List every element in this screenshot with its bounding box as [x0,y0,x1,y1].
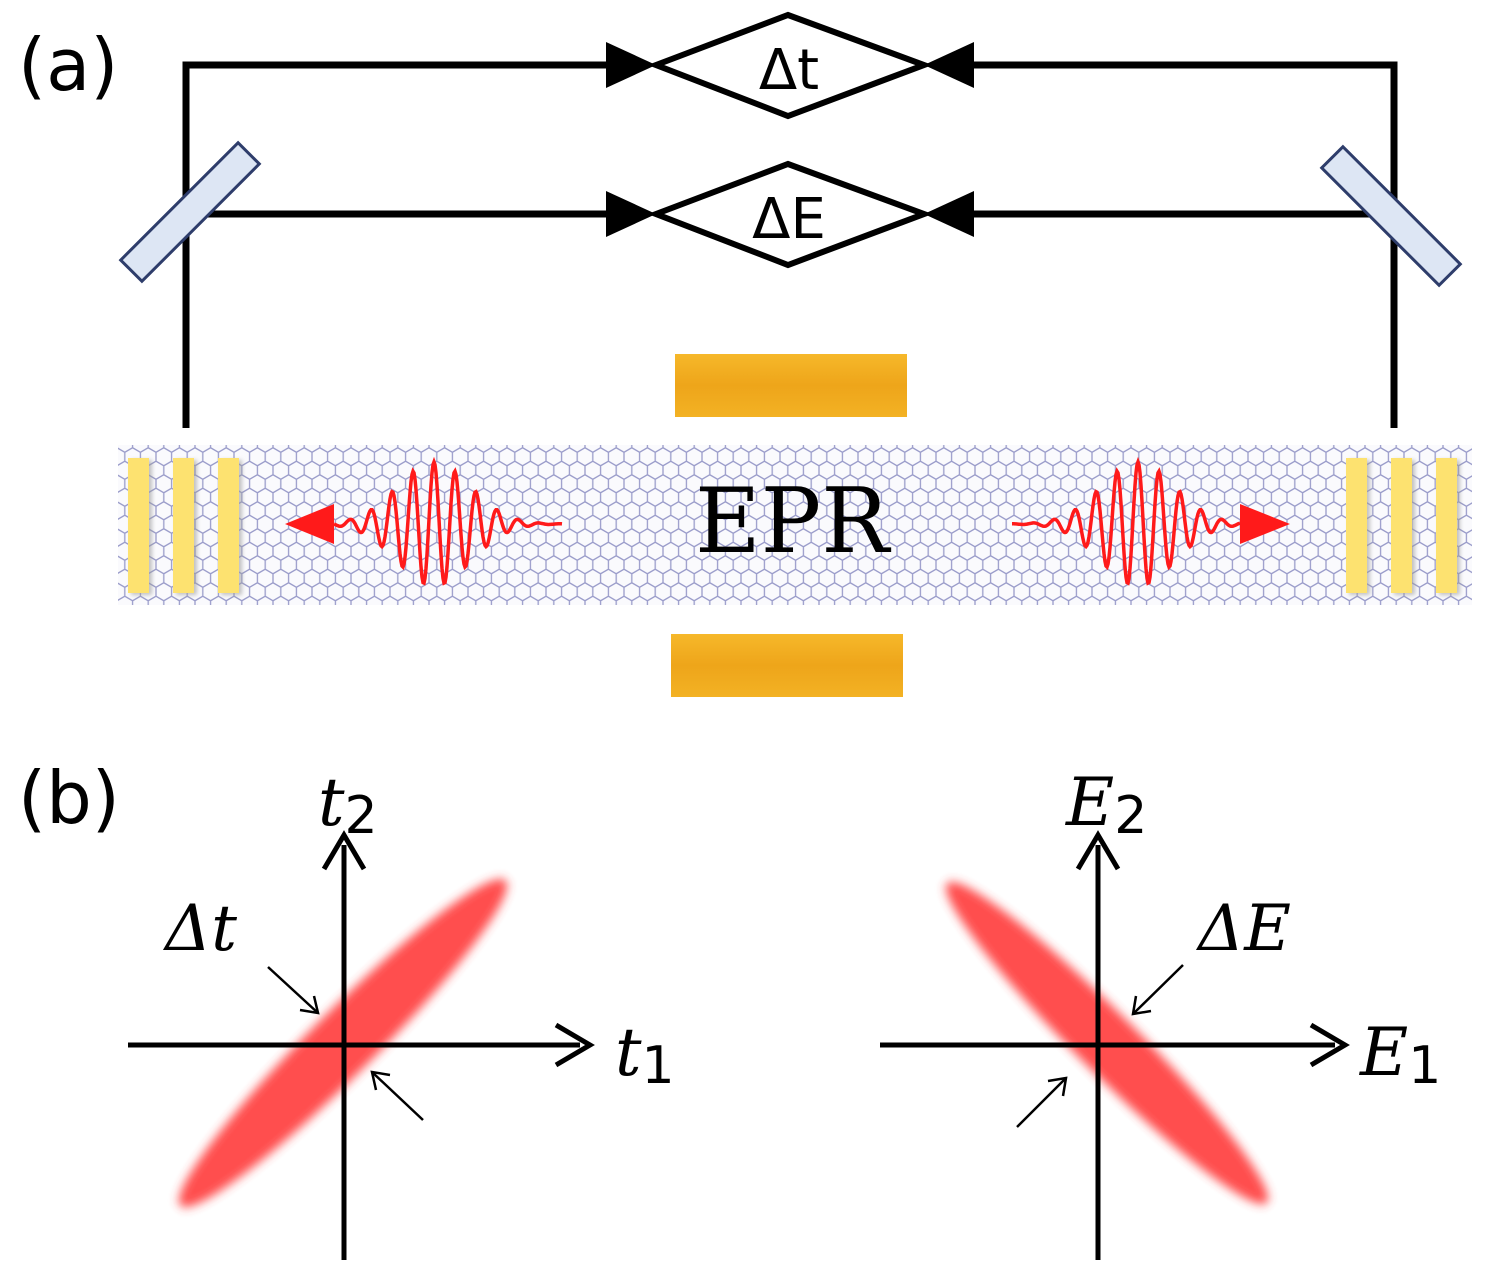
t1-axis-symbol: t [615,1014,642,1091]
t2-axis-symbol: t [318,764,345,841]
time-wire-right [968,61,1398,428]
energy-width-arrow-bottom-head [1047,1076,1068,1097]
t1-axis-label: t1 [615,1014,675,1096]
contacts-right [1346,458,1457,593]
e1-axis-arrowhead [1309,1022,1350,1068]
contact-right-2 [1391,458,1412,593]
energy-width-arrow-top [1132,964,1184,1015]
wavepacket-right-wave [1012,456,1241,586]
time-plot: t2 t1 Δt [128,764,675,1260]
arrowhead-energy-left [606,191,656,237]
detection-circuit [182,61,1398,428]
e2-axis-label: E2 [1065,764,1147,846]
contact-left-1 [128,458,149,593]
contacts-left [128,458,239,593]
e1-axis-subscript: 1 [1408,1036,1441,1096]
arrowhead-energy-right [924,191,974,237]
time-width-arrow-top-head [299,995,320,1015]
energy-width-arrow-bottom [1016,1077,1067,1128]
e2-axis-subscript: 2 [1114,786,1147,846]
top-gate [675,354,907,417]
arrowhead-time-right [924,42,974,88]
detector-time-label: Δt [759,38,819,103]
time-width-arrow-bottom [371,1071,424,1121]
wavepacket-right [1012,456,1290,586]
energy-width-arrow-top-head [1131,995,1152,1016]
energy-width-label: ΔE [1195,892,1291,966]
t2-axis-subscript: 2 [345,786,378,846]
arrowheads [606,42,974,237]
detector-time-diamond [647,11,933,120]
t1-axis-subscript: 1 [642,1036,675,1096]
detector-energy-diamond [647,160,933,269]
t1-axis-arrowhead [554,1022,595,1068]
contact-left-3 [218,458,239,593]
panel-a-label: (a) [18,23,118,107]
arrowhead-time-left [606,42,656,88]
detector-time: Δt [647,11,933,120]
beam-splitter-right [1319,144,1463,288]
detector-energy: ΔE [647,160,933,269]
e1-axis-symbol: E [1359,1014,1408,1091]
wavepacket-left-arrowhead [285,504,334,544]
contact-right-1 [1346,458,1367,593]
beam-splitter-left [118,140,262,284]
detector-energy-label: ΔE [752,187,826,252]
e2-axis-symbol: E [1065,764,1114,841]
source-label: EPR [695,469,891,574]
wavepacket-left [285,456,563,586]
contact-left-2 [173,458,194,593]
time-width-arrow-bottom-head [370,1070,391,1091]
e1-axis-label: E1 [1359,1014,1441,1096]
wavepacket-left-wave [333,456,563,586]
panel-b-label: (b) [18,756,120,840]
time-width-arrow-top [267,966,319,1014]
time-width-label: Δt [162,892,237,966]
t2-axis-label: t2 [318,764,378,846]
bottom-gate [671,634,903,697]
time-wire-left [182,61,612,428]
energy-plot: E2 E1 ΔE [880,764,1441,1260]
contact-right-3 [1436,458,1457,593]
t2-axis-arrowhead [321,830,367,871]
e2-axis-arrowhead [1075,830,1121,871]
wavepacket-right-arrowhead [1240,504,1290,544]
